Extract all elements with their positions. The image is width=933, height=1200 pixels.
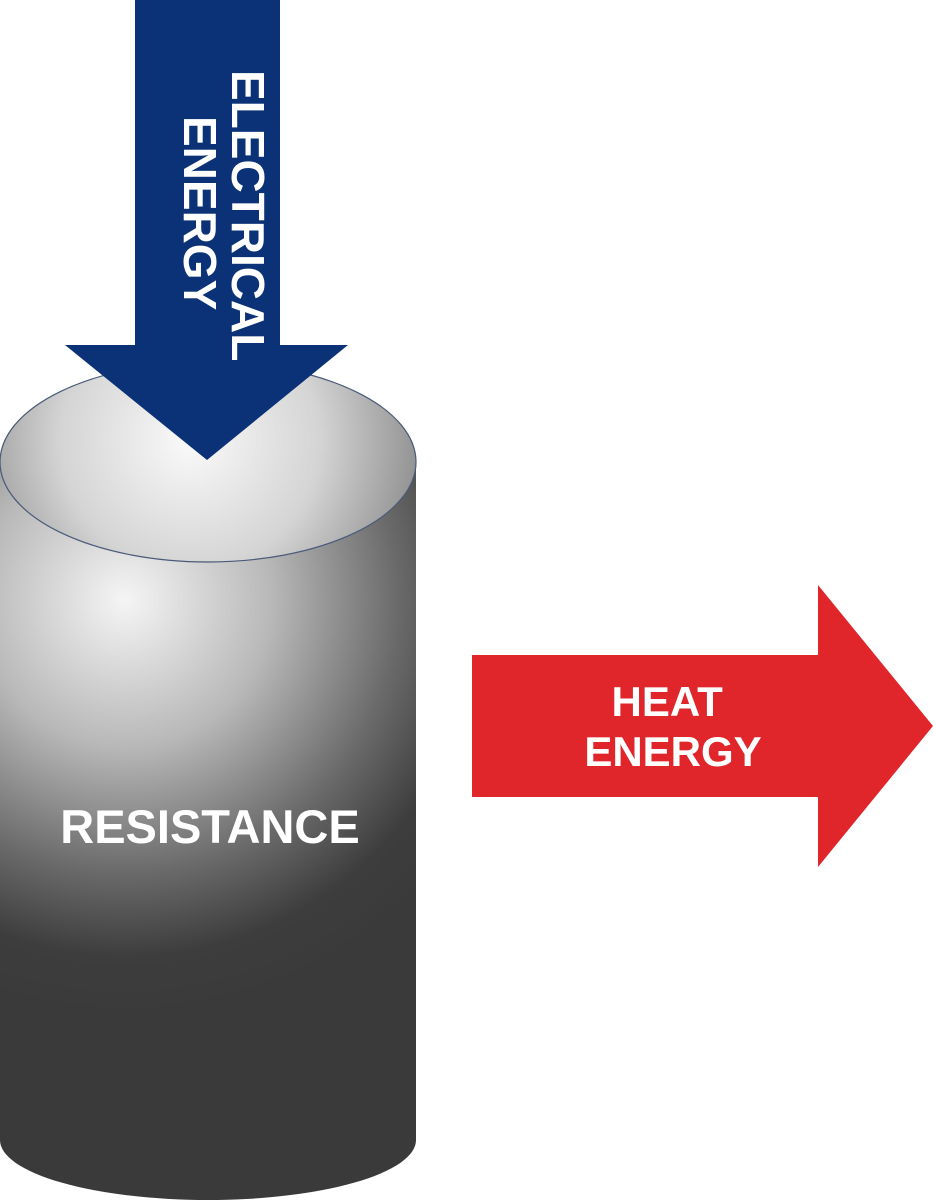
heat-energy-label: HEAT ENERGY bbox=[584, 678, 761, 775]
heat-energy-arrow: HEAT ENERGY bbox=[472, 585, 933, 867]
down-arrow-icon bbox=[65, 0, 348, 460]
electrical-energy-arrow: ELECTRICAL ENERGY bbox=[65, 0, 348, 460]
resistance-cylinder bbox=[0, 361, 417, 1200]
cylinder-body bbox=[0, 462, 416, 1200]
heat-label-line1: HEAT bbox=[612, 678, 724, 725]
electrical-energy-label: ELECTRICAL ENERGY bbox=[174, 70, 274, 373]
right-arrow-icon bbox=[472, 585, 933, 867]
resistance-label: RESISTANCE bbox=[60, 800, 359, 853]
electrical-label-line2: ENERGY bbox=[174, 116, 226, 310]
heat-label-line2: ENERGY bbox=[584, 728, 761, 775]
electrical-label-line1: ELECTRICAL bbox=[222, 70, 274, 361]
